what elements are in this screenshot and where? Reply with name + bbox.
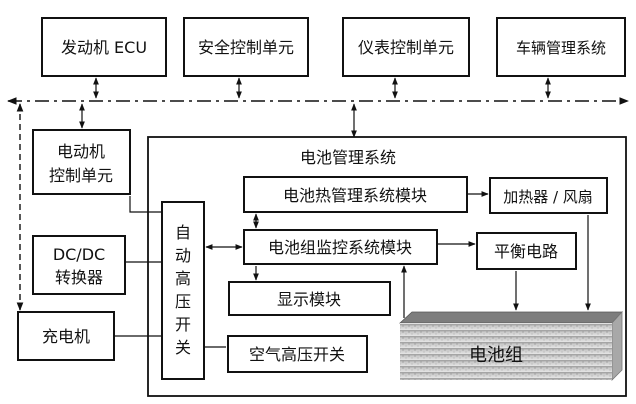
box-engine-ecu: 发动机 ECU: [41, 17, 167, 77]
box-display-module: 显示模块: [228, 281, 391, 316]
hv-switch-char-6: 关: [175, 338, 191, 357]
battery-pack: 电池组: [398, 310, 623, 381]
box-auto-hv-switch: 自 动 高 压 开 关: [161, 201, 205, 380]
safety-control-label: 安全控制单元: [198, 38, 294, 57]
motor-control-label-line2: 控制单元: [49, 166, 113, 185]
battery-pack-label: 电池组: [469, 345, 523, 366]
box-air-hv-switch: 空气高压开关: [227, 335, 368, 373]
bms-title: 电池管理系统: [300, 148, 396, 167]
thermal-module-label: 电池热管理系统模块: [283, 186, 427, 205]
hv-switch-char-1: 自: [175, 223, 191, 242]
balancing-circuit-label: 平衡电路: [494, 242, 558, 261]
hv-switch-char-5: 开: [175, 315, 191, 334]
hv-switch-char-3: 高: [175, 269, 191, 288]
dcdc-label-line1: DC/DC: [53, 245, 105, 264]
hv-switch-char-2: 动: [175, 246, 191, 265]
box-vehicle-management-system: 车辆管理系统: [496, 17, 626, 77]
box-thermal-management-module: 电池热管理系统模块: [243, 176, 468, 213]
box-dcdc-converter: DC/DC 转换器: [32, 235, 126, 295]
box-safety-control-unit: 安全控制单元: [183, 17, 309, 77]
engine-ecu-label: 发动机 ECU: [61, 38, 147, 57]
pack-monitor-label: 电池组监控系统模块: [268, 238, 412, 257]
box-charger: 充电机: [17, 311, 115, 361]
box-heater-fan: 加热器 / 风扇: [489, 177, 608, 214]
motor-control-label-line1: 电动机: [57, 142, 105, 161]
box-balancing-circuit: 平衡电路: [476, 232, 577, 270]
hv-switch-char-4: 压: [175, 292, 191, 311]
instrument-control-label: 仪表控制单元: [358, 38, 454, 57]
box-instrument-control-unit: 仪表控制单元: [342, 17, 470, 77]
vehicle-management-label: 车辆管理系统: [516, 39, 606, 57]
box-pack-monitor-module: 电池组监控系统模块: [243, 229, 438, 265]
motor-hv-switch-link: [129, 196, 162, 213]
box-motor-control-unit: 电动机 控制单元: [32, 129, 131, 195]
display-module-label: 显示模块: [277, 290, 341, 309]
charger-label: 充电机: [42, 327, 90, 346]
dcdc-label-line2: 转换器: [55, 268, 103, 287]
air-hv-switch-label: 空气高压开关: [249, 345, 345, 364]
heater-fan-label: 加热器 / 风扇: [503, 188, 593, 206]
